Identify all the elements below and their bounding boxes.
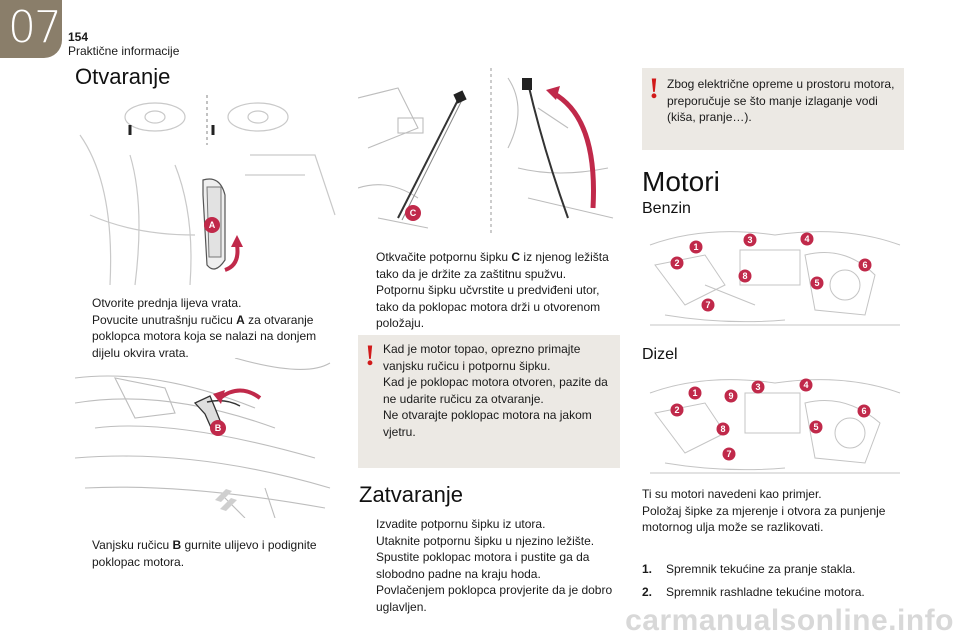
heading-dizel: Dizel <box>642 346 678 363</box>
steps-rod: Otkvačite potpornu šipku C iz njenog lež… <box>359 249 621 332</box>
diesel-callouts: 1 2 3 4 5 6 7 8 9 <box>670 378 871 461</box>
callout-5 <box>809 420 823 434</box>
warning-box-water: ! Zbog električne opreme u prostoru moto… <box>642 68 904 150</box>
engines-intro: Ti su motori navedeni kao primjer. Polož… <box>642 487 886 534</box>
watermark: carmanualsonline.info <box>625 604 954 637</box>
svg-text:4: 4 <box>804 234 809 244</box>
callout-c-label: C <box>410 208 417 218</box>
svg-text:9: 9 <box>728 391 733 401</box>
engine-parts-list: 1.Spremnik tekućine za pranje stakla. 2.… <box>642 561 904 606</box>
svg-text:2: 2 <box>674 258 679 268</box>
hood-latch-illustration: B <box>75 358 331 518</box>
callout-9 <box>724 389 738 403</box>
warning-text: Zbog električne opreme u prostoru motora… <box>667 77 895 124</box>
list-item: Vanjsku ručicu B gurnite ulijevo i podig… <box>92 538 317 569</box>
chapter-number: 07 <box>8 2 62 53</box>
petrol-callouts: 1 2 3 4 5 6 7 8 <box>670 232 872 312</box>
warning-text: Kad je motor topao, oprezno primajte van… <box>383 342 608 439</box>
callout-4 <box>800 232 814 246</box>
callout-6 <box>858 258 872 272</box>
list-item: Spustite poklopac motora i pustite ga da… <box>376 550 590 581</box>
steps-close: Izvadite potpornu šipku iz utora. Utakni… <box>359 516 621 615</box>
svg-text:5: 5 <box>813 422 818 432</box>
svg-text:1: 1 <box>693 242 698 252</box>
callout-3 <box>751 380 765 394</box>
callout-4 <box>799 378 813 392</box>
support-rod-illustration: C <box>358 68 614 233</box>
callout-8 <box>738 269 752 283</box>
svg-text:5: 5 <box>814 278 819 288</box>
warning-box-hot-engine: ! Kad je motor topao, oprezno primajte v… <box>358 335 620 468</box>
heading-motori: Motori <box>642 166 720 197</box>
heading-otvaranje: Otvaranje <box>75 64 171 89</box>
svg-text:3: 3 <box>755 382 760 392</box>
svg-text:6: 6 <box>862 260 867 270</box>
callout-b <box>210 420 226 436</box>
svg-text:8: 8 <box>742 271 747 281</box>
svg-text:7: 7 <box>726 449 731 459</box>
list-item: Izvadite potpornu šipku iz utora. <box>376 517 546 531</box>
door-frame-illustration: A <box>79 95 336 286</box>
heading-zatvaranje: Zatvaranje <box>359 482 463 507</box>
chapter-tab <box>0 0 62 58</box>
callout-7 <box>701 298 715 312</box>
callout-5 <box>810 276 824 290</box>
callout-1 <box>689 240 703 254</box>
svg-text:7: 7 <box>705 300 710 310</box>
svg-text:4: 4 <box>803 380 808 390</box>
warning-icon: ! <box>365 339 375 372</box>
page-number: 154 <box>68 30 89 44</box>
callout-3 <box>743 233 757 247</box>
list-item: Otkvačite potpornu šipku C iz njenog lež… <box>376 250 609 281</box>
diesel-engine-illustration: 1 2 3 4 5 6 7 8 9 <box>649 378 901 474</box>
callout-c <box>405 205 421 221</box>
callout-a <box>204 217 220 233</box>
list-item: Potpornu šipku učvrstite u predviđeni ut… <box>376 283 601 330</box>
list-item: 2.Spremnik rashladne tekućine motora. <box>642 584 865 599</box>
section-title: Praktične informacije <box>68 44 180 58</box>
steps-open-2: Vanjsku ručicu B gurnite ulijevo i podig… <box>75 537 335 570</box>
warning-icon: ! <box>649 72 659 105</box>
callout-b-label: B <box>215 423 222 433</box>
svg-text:1: 1 <box>692 388 697 398</box>
list-item: Povucite unutrašnju ručicu A za otvaranj… <box>92 312 317 360</box>
callout-a-label: A <box>209 220 216 230</box>
svg-text:3: 3 <box>747 235 752 245</box>
callout-2 <box>670 256 684 270</box>
heading-benzin: Benzin <box>642 200 691 217</box>
svg-text:2: 2 <box>674 405 679 415</box>
svg-text:8: 8 <box>720 424 725 434</box>
list-item: Povlačenjem poklopca provjerite da je do… <box>376 583 613 614</box>
callout-8 <box>716 422 730 436</box>
list-item: Otvorite prednja lijeva vrata. <box>92 296 242 310</box>
callout-7 <box>722 447 736 461</box>
callout-2 <box>670 403 684 417</box>
svg-text:6: 6 <box>861 406 866 416</box>
petrol-engine-illustration: 1 2 3 4 5 6 7 8 <box>649 231 901 326</box>
steps-open-1: Otvorite prednja lijeva vrata. Povucite … <box>75 295 330 361</box>
callout-1 <box>688 386 702 400</box>
list-item: Utaknite potpornu šipku u njezino ležišt… <box>376 533 595 548</box>
list-item: 1.Spremnik tekućine za pranje stakla. <box>642 562 856 576</box>
callout-6 <box>857 404 871 418</box>
brand-logo-icon <box>215 489 237 511</box>
